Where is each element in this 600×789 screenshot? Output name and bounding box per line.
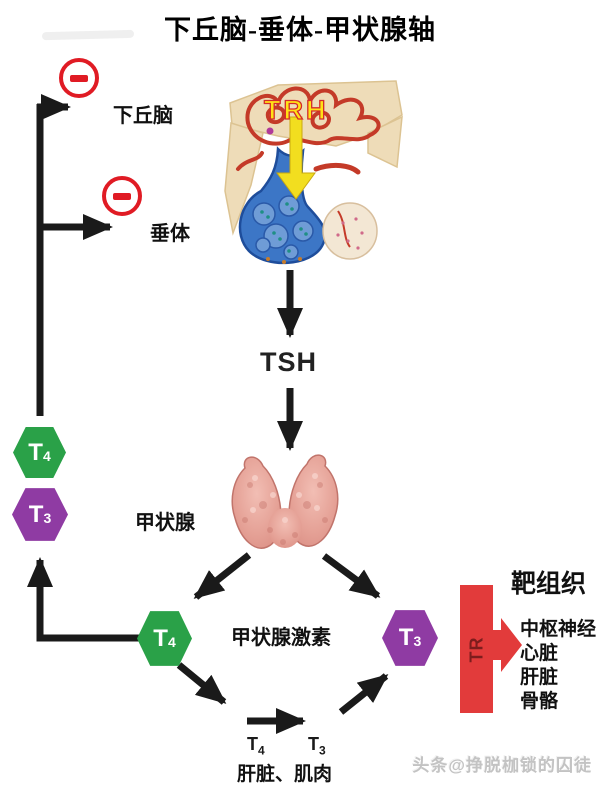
t4-text: T: [153, 624, 168, 652]
posterior-vessel: [337, 210, 351, 248]
tissue-left-wedge: [224, 122, 264, 236]
posterior-lobe: [322, 202, 378, 260]
arrow-t4-to-conversion: [176, 662, 227, 705]
pituitary-lobule: [255, 237, 271, 253]
hypothalamus-label: 下丘脑: [113, 105, 173, 127]
target-organ-item: 肝脏: [520, 667, 559, 688]
target-organ-item: 心脏: [520, 643, 559, 664]
thyroid-isthmus: [268, 508, 302, 548]
vessel-dot: [266, 127, 274, 135]
thyroid-label: 甲状腺: [135, 512, 195, 534]
t3-text: T: [308, 734, 319, 754]
arrow-thyroid-to-t3: [321, 553, 381, 599]
conversion-t3-label: T3: [308, 734, 326, 758]
t3-sub: 3: [319, 743, 326, 758]
inhibition-minus-icon: [59, 58, 99, 98]
t4-text: T: [247, 734, 258, 754]
trh-label: TRH: [264, 95, 329, 125]
arrow-conversion-to-t3: [338, 673, 389, 715]
minus-bar: [70, 74, 88, 82]
pituitary-lobule: [292, 220, 314, 242]
hypothalamus-pituitary-illustration: TRH: [224, 80, 403, 265]
pituitary-lobule: [252, 202, 276, 226]
t4-text: T: [28, 438, 43, 466]
tr-output-arrow: [492, 618, 522, 672]
inhibition-minus-icon: [102, 176, 142, 216]
trh-release-arrow: [276, 116, 316, 200]
target-organ-item: 中枢神经: [520, 619, 597, 640]
target-organ-item: 骨骼: [520, 691, 559, 712]
vessel-loop-small: [265, 105, 331, 130]
liver-muscle-label: 肝脏、肌肉: [237, 764, 333, 785]
t3-text: T: [28, 500, 44, 528]
target-tissue-title: 靶组织: [511, 570, 587, 598]
pituitary-lobule: [278, 195, 300, 217]
pituitary-lobule: [283, 244, 299, 260]
t3-sub: 3: [43, 509, 52, 526]
tr-label: TR: [466, 636, 486, 662]
t4-sub: 4: [42, 447, 51, 464]
t3-sub: 3: [413, 633, 422, 649]
t3-text: T: [398, 624, 414, 651]
t4-sub: 4: [258, 743, 265, 758]
vessel-to-stalk: [313, 162, 361, 175]
tsh-label: TSH: [260, 347, 317, 377]
tr-receptor-block: TR: [460, 585, 493, 713]
pituitary-label: 垂体: [150, 223, 190, 245]
feedback-line-t4-to-t3: [27, 557, 141, 642]
thyroid-gland-illustration: [231, 454, 339, 549]
conversion-t4-label: T4: [247, 734, 265, 758]
watermark: 头条@挣脱枷锁的囚徒: [412, 756, 592, 775]
vessel-branch: [236, 151, 264, 171]
arrow-thyroid-to-t4: [193, 552, 252, 600]
page-title: 下丘脑-垂体-甲状腺轴: [164, 15, 436, 45]
minus-bar: [113, 192, 131, 200]
thyroid-hormones-label: 甲状腺激素: [231, 627, 331, 649]
t4-sub: 4: [167, 633, 176, 650]
